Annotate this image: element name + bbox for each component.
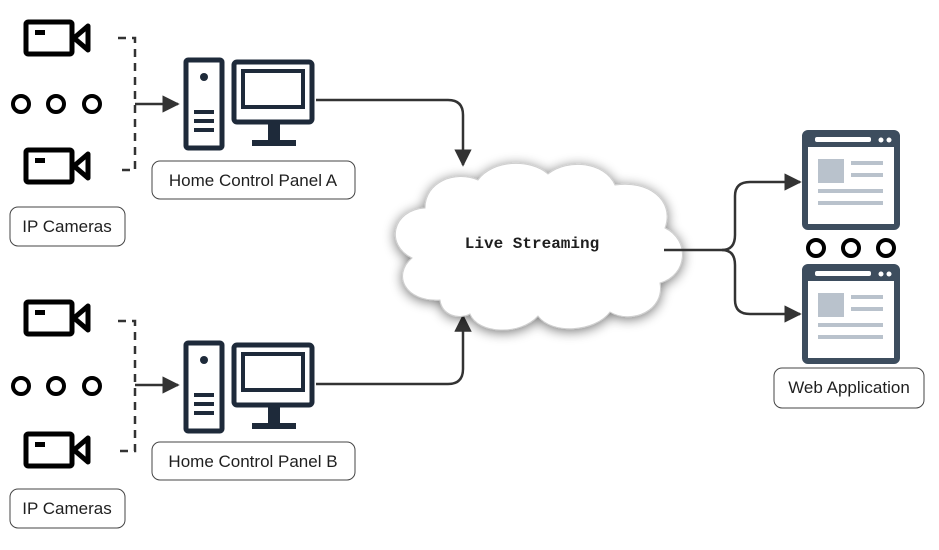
camera-group-bottom: IP Cameras: [9, 302, 126, 529]
ellipsis-icon: [11, 94, 102, 114]
cloud-label: Live Streaming: [465, 235, 599, 253]
browser-window-icon: [805, 267, 897, 361]
panel-b-label: Home Control Panel B: [168, 452, 337, 471]
ellipsis-icon: [806, 238, 896, 258]
control-panel-a: Home Control Panel A: [151, 60, 356, 200]
cloud-icon: Live Streaming: [394, 162, 683, 331]
web-app-label: Web Application: [788, 378, 910, 397]
control-panel-b: Home Control Panel B: [151, 343, 356, 481]
panel-a-label: Home Control Panel A: [169, 171, 338, 190]
video-camera-icon: [26, 22, 88, 54]
camera-connector-top: [118, 36, 137, 172]
browser-window-icon: [805, 133, 897, 227]
camera-group-top: IP Cameras: [9, 22, 126, 247]
cloud-to-web-arrow-top: [721, 173, 802, 252]
camera-label-bottom-text: IP Cameras: [22, 499, 111, 518]
camera-connector-bottom: [118, 319, 137, 453]
video-camera-icon: [26, 434, 88, 466]
camera-label-bottom: IP Cameras: [9, 488, 126, 529]
camera-label-top: IP Cameras: [9, 206, 126, 247]
desktop-computer-icon: [186, 60, 312, 148]
video-camera-icon: [26, 150, 88, 182]
desktop-computer-icon: [186, 343, 312, 431]
ellipsis-icon: [11, 376, 102, 396]
panel-b-to-cloud-arrow: [316, 314, 472, 386]
panel-a-to-cloud-arrow: [316, 98, 472, 167]
cloud-to-web-arrow-bottom: [721, 248, 802, 323]
video-camera-icon: [26, 302, 88, 334]
camera-label-top-text: IP Cameras: [22, 217, 111, 236]
web-application-group: Web Application: [773, 133, 925, 409]
